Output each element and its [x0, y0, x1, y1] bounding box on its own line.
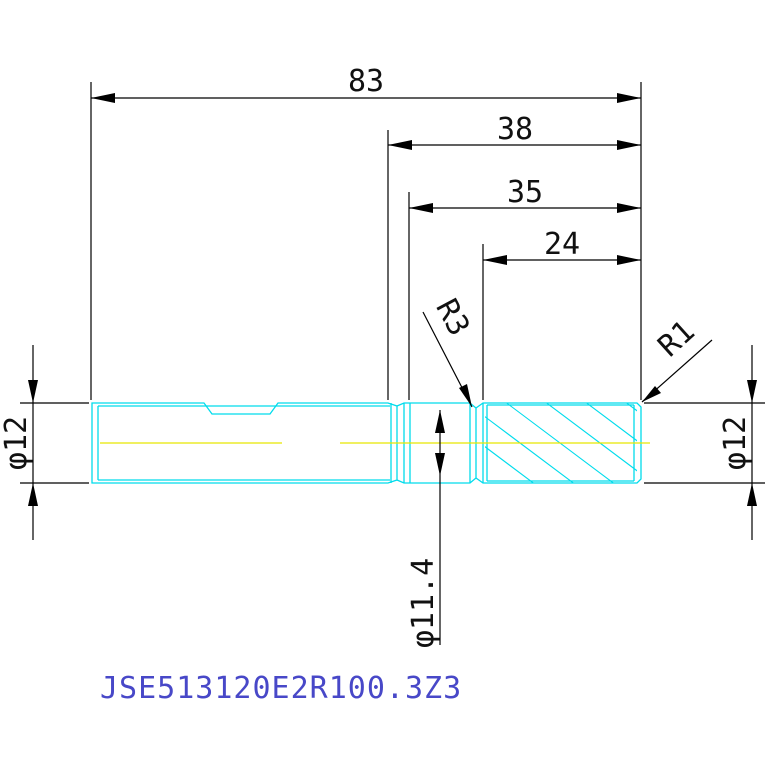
part-number: JSE513120E2R100.3Z3	[100, 671, 462, 706]
dia-right-label: φ12	[718, 416, 753, 470]
dim-24-label: 24	[544, 227, 580, 262]
dim-overall-length-label: 83	[348, 64, 384, 99]
dim-38-label: 38	[497, 112, 533, 147]
radius-r3-label: R3	[428, 293, 476, 341]
dia-neck-label: φ11.4	[406, 558, 441, 648]
dimension-lines	[20, 82, 765, 645]
shaft-left-body	[91, 402, 398, 484]
dia-left-label: φ12	[0, 416, 34, 470]
dimension-labels: 83 38 35 24 R3 R1 φ12 φ12 φ11.4	[0, 64, 753, 648]
dim-35-label: 35	[507, 175, 543, 210]
shaft-part	[91, 402, 650, 484]
